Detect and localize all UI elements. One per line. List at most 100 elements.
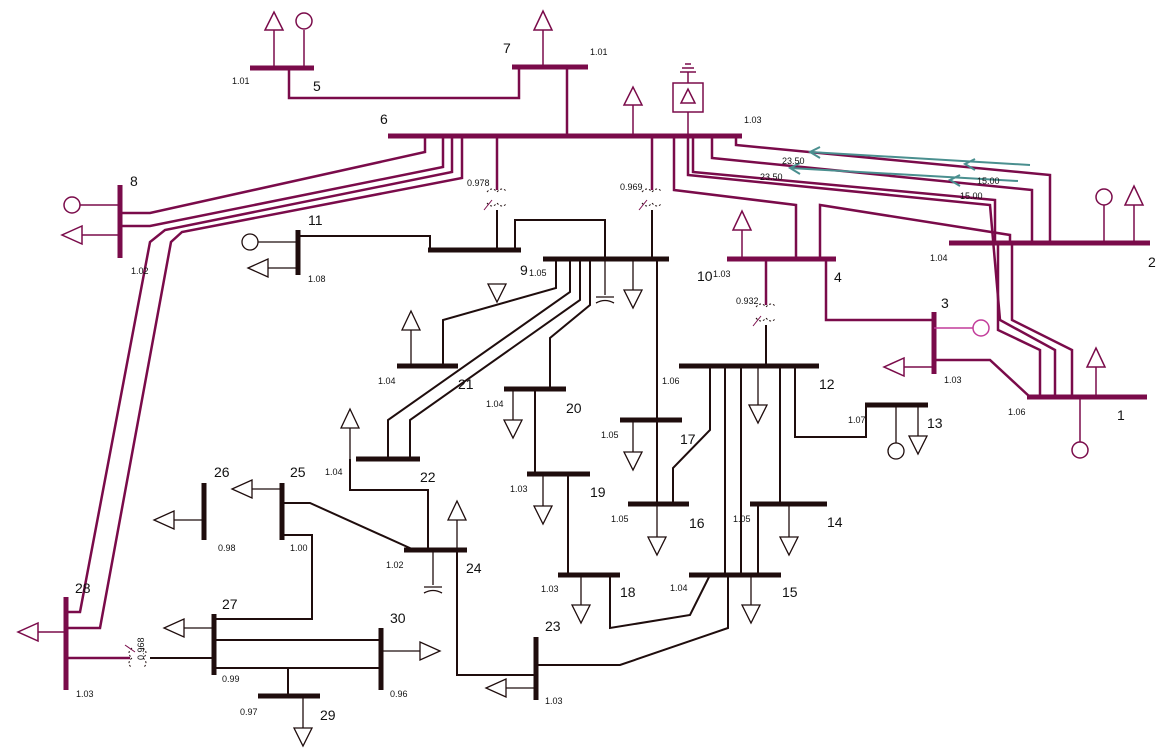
load-arrow-icon	[400, 309, 422, 331]
line-10-20[interactable]	[549, 259, 591, 389]
line-11-9[interactable]	[298, 235, 431, 249]
flow-label: 23.50	[782, 156, 805, 166]
voltage-label: 0.96	[390, 689, 408, 699]
line-6-8-a[interactable]	[120, 136, 427, 215]
transformer-6-10[interactable]	[638, 188, 663, 211]
line-18-15[interactable]	[609, 574, 711, 630]
load-arrow-icon	[152, 509, 175, 531]
lv-lines	[150, 210, 867, 696]
line-2-1-b[interactable]	[996, 243, 1042, 397]
flow-arrow-4	[947, 174, 961, 187]
load-arrow-icon	[570, 604, 592, 625]
voltage-label: 1.08	[308, 274, 326, 284]
bus-label: 24	[466, 560, 482, 576]
load-arrow-icon	[747, 404, 769, 425]
voltage-label: 1.07	[848, 415, 866, 425]
voltage-label: 1.03	[76, 689, 94, 699]
line-4-2[interactable]	[818, 203, 1012, 259]
bus-label: 5	[313, 78, 321, 94]
load-arrow-icon	[532, 505, 554, 526]
load-arrow-icon	[1123, 184, 1145, 206]
line-12-13[interactable]	[794, 366, 867, 438]
flow-labels: 23.50 15.00 23.50 15.00	[760, 156, 1000, 201]
voltage-label: 1.00	[290, 543, 308, 553]
load-arrow-icon	[230, 478, 253, 500]
flow-arrow-2	[962, 158, 976, 171]
line-5-7[interactable]	[287, 67, 521, 100]
voltage-label: 1.04	[325, 467, 343, 477]
voltage-label: 1.01	[232, 76, 250, 86]
generator-icon	[887, 442, 905, 460]
bus-label: 9	[520, 262, 528, 278]
generator-icon	[63, 196, 81, 214]
tap-label: 0.968	[136, 637, 146, 660]
line-2-1-a[interactable]	[1010, 243, 1074, 397]
line-9-10[interactable]	[514, 219, 606, 259]
load-arrow-icon	[446, 499, 468, 521]
bus-label: 25	[290, 464, 306, 480]
load-arrow-icon	[292, 727, 314, 748]
line-6-28[interactable]	[66, 136, 464, 630]
flow-arrows	[787, 146, 1031, 187]
line-6-2-a[interactable]	[734, 136, 1052, 243]
line-6-28-b[interactable]	[66, 136, 454, 614]
load-arrow-icon	[622, 85, 644, 106]
line-3-1[interactable]	[934, 358, 1031, 398]
voltage-label: 0.97	[240, 707, 258, 717]
bus-label: 6	[380, 111, 388, 127]
bus-label: 20	[566, 400, 582, 416]
voltage-label: 1.01	[590, 47, 608, 57]
line-6-1[interactable]	[686, 136, 1057, 397]
bus-label: 21	[458, 376, 474, 392]
bus-label: 12	[819, 376, 835, 392]
flow-arrow-1	[807, 146, 821, 159]
flow-arrow-3	[787, 162, 801, 175]
load-arrow-icon	[60, 224, 83, 246]
bus-label: 3	[941, 295, 949, 311]
bus-label: 4	[834, 269, 842, 285]
line-15-23[interactable]	[536, 575, 729, 666]
line-6-4-a[interactable]	[672, 136, 798, 259]
line-10-22b[interactable]	[409, 259, 581, 459]
lv-buses	[201, 230, 928, 700]
bus-label: 28	[75, 580, 91, 596]
voltage-label: 1.03	[744, 115, 762, 125]
voltage-label: 1.02	[131, 266, 149, 276]
load-arrow-icon	[1085, 346, 1107, 368]
transformer-28-27[interactable]	[124, 644, 147, 669]
tap-label: 0.932	[736, 296, 759, 306]
line-12-16[interactable]	[672, 366, 711, 504]
line-22-24[interactable]	[349, 459, 429, 549]
bus-label: 1	[1117, 407, 1125, 423]
flow-label: 15.00	[977, 176, 1000, 186]
tap-label: 0.978	[467, 178, 490, 188]
voltage-label: 1.04	[378, 376, 396, 386]
line-24-23[interactable]	[456, 551, 536, 676]
voltage-label: 1.03	[545, 696, 563, 706]
bus-label: 13	[927, 415, 943, 431]
load-arrow-icon	[419, 640, 442, 662]
flow-label: 15.00	[960, 191, 983, 201]
load-arrow-icon	[486, 283, 508, 304]
load-arrow-icon	[882, 356, 905, 378]
bus-label: 30	[390, 610, 406, 626]
line-6-8-b[interactable]	[120, 136, 445, 228]
transformers	[124, 188, 777, 669]
line-6-1-a[interactable]	[691, 136, 997, 243]
load-arrow-icon	[740, 604, 762, 625]
line-10-22a[interactable]	[387, 259, 571, 459]
generator-icon	[241, 233, 259, 251]
transformer-4-12[interactable]	[752, 303, 777, 327]
line-6-2-b[interactable]	[710, 136, 1034, 243]
transformer-6-9[interactable]	[483, 188, 508, 211]
voltage-label: 1.06	[662, 376, 680, 386]
voltage-label: 1.05	[733, 514, 751, 524]
tap-label: 0.969	[620, 182, 643, 192]
generator-icon	[295, 12, 313, 30]
line-10-21[interactable]	[442, 259, 557, 366]
bus-label: 22	[420, 469, 436, 485]
line-4-3[interactable]	[824, 259, 934, 322]
bus-label: 19	[590, 484, 606, 500]
line-25-24[interactable]	[282, 502, 413, 550]
voltage-label: 1.03	[713, 269, 731, 279]
